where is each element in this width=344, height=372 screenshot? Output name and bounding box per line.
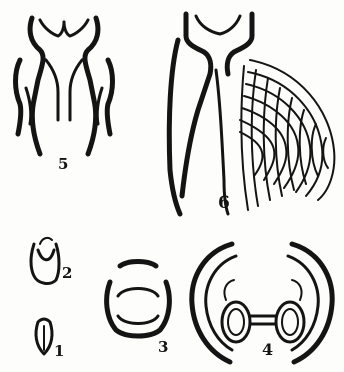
figure-1-drawing xyxy=(36,319,52,354)
figure-4-label: 4 xyxy=(262,342,273,358)
figure-2-drawing xyxy=(31,238,59,284)
figure-2-label: 2 xyxy=(62,266,72,281)
figure-6-label: 6 xyxy=(218,195,230,212)
figure-1-label: 1 xyxy=(54,344,64,359)
figure-6-drawing xyxy=(169,14,334,214)
figure-3-drawing xyxy=(107,262,170,337)
figure-5-drawing xyxy=(16,18,113,154)
figure-3-label: 3 xyxy=(158,340,168,355)
figure-5-label: 5 xyxy=(58,157,68,172)
